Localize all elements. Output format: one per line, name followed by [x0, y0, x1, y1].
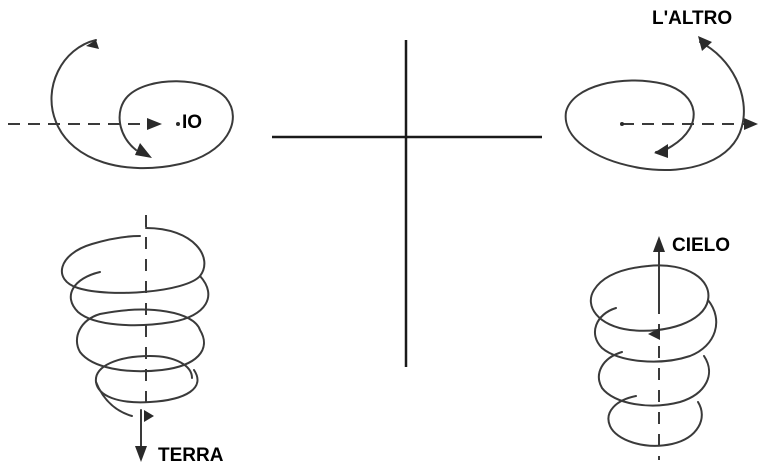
cielo-helix-coil-2	[594, 299, 718, 363]
terra-helix-coil-2	[69, 271, 210, 327]
altro-spiral-curve	[564, 41, 745, 172]
io-spiral-curve	[50, 39, 234, 170]
terra-helix-coil-4	[94, 355, 199, 404]
altro-spiral-start-arrowhead	[698, 36, 712, 51]
io-label: IO	[182, 112, 203, 133]
io-center-dot	[176, 122, 180, 126]
cielo-helix-coil-3	[597, 351, 710, 407]
terra-helix-end-arrowhead	[144, 410, 154, 422]
cielo-label: CIELO	[672, 235, 731, 256]
altro-center-dot	[620, 122, 624, 126]
altro-label: L'ALTRO	[652, 8, 733, 29]
terra-arrowhead	[135, 446, 147, 462]
io-spiral-start-arrowhead	[86, 40, 99, 49]
altro-spiral-end-arrowhead	[654, 144, 668, 158]
cielo-helix-mid-arrowhead	[648, 328, 660, 340]
altro-spiral	[564, 36, 758, 172]
central-cross	[272, 40, 542, 367]
terra-helix-coil-4b	[149, 355, 193, 379]
io-axis-arrowhead	[147, 118, 162, 130]
cielo-helix	[589, 236, 718, 460]
terra-helix	[60, 215, 210, 462]
terra-helix-coil-1	[60, 227, 206, 294]
cielo-arrowhead	[653, 236, 665, 252]
terra-helix-tail	[95, 381, 133, 417]
io-spiral	[8, 39, 234, 170]
terra-label: TERRA	[158, 445, 224, 466]
cielo-helix-coil-1	[589, 264, 710, 332]
io-spiral-end-arrowhead	[135, 143, 152, 158]
cielo-helix-coil-4	[607, 395, 703, 447]
altro-axis-arrowhead	[744, 118, 758, 130]
